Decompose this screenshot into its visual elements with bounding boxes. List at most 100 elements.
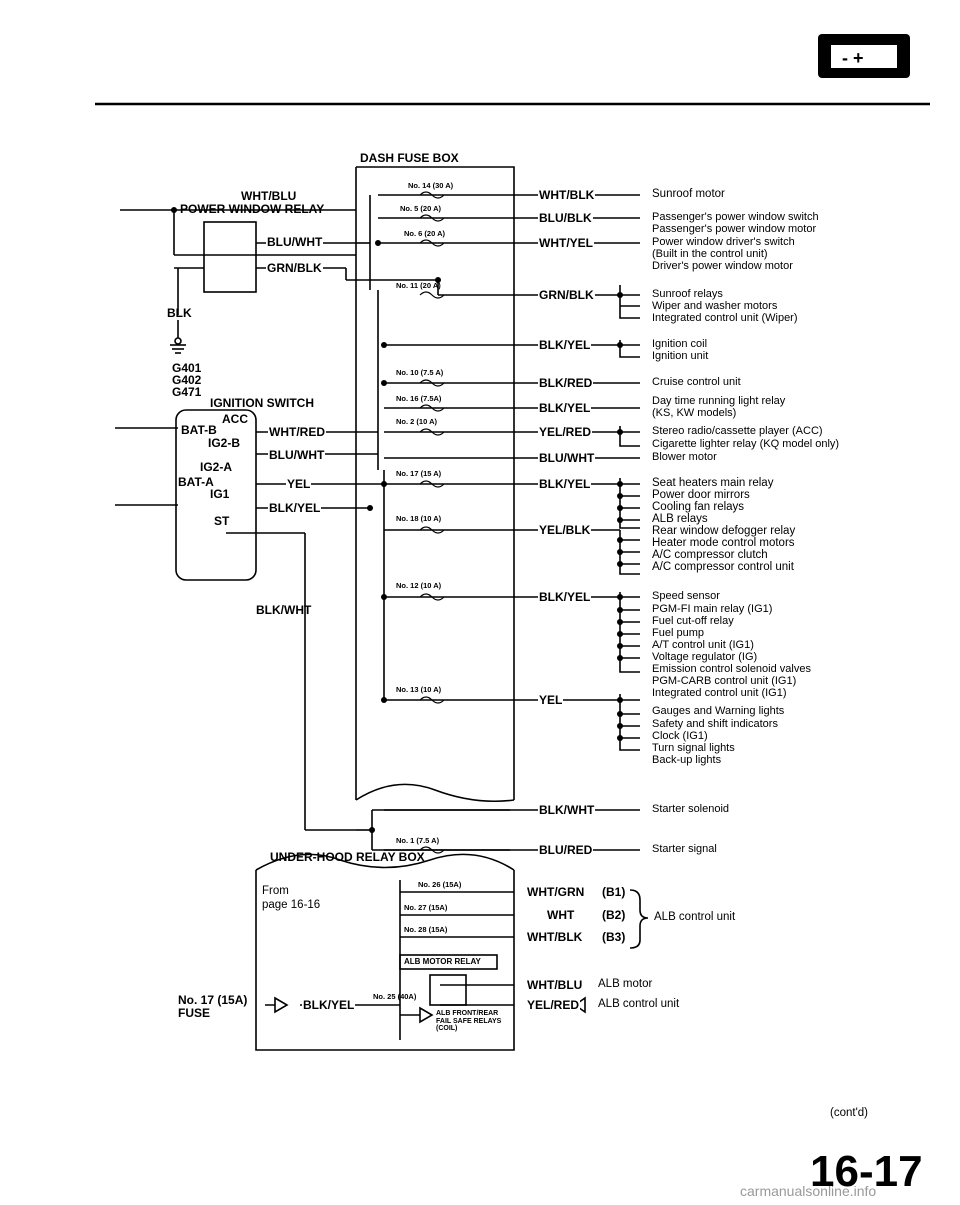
pin-b2: (B2)	[602, 908, 626, 922]
ign-bat-a: BAT-A	[178, 475, 214, 489]
ignition-switch-title: IGNITION SWITCH	[210, 396, 314, 410]
comp-pgm-carb: PGM-CARB control unit (IG1)	[652, 675, 797, 687]
underhood-relay-box-title: UNDER-HOOD RELAY BOX	[270, 850, 425, 864]
comp-drv-switch: Power window driver's switch	[652, 236, 795, 248]
fuse-17-source: No. 17 (15A) FUSE	[178, 993, 248, 1021]
from-page-note: From page 16-16	[262, 885, 321, 911]
fuse-symbols	[419, 191, 445, 854]
comp-gauges: Gauges and Warning lights	[652, 705, 785, 717]
pin-b1: (B1)	[602, 885, 626, 899]
pin-b3: (B3)	[602, 930, 626, 944]
comp-sunroof-motor: Sunroof motor	[652, 188, 725, 200]
comp-fuel-pump: Fuel pump	[652, 627, 704, 639]
wire-right-2: BLU/BLK	[538, 211, 593, 225]
comp-speed: Speed sensor	[652, 590, 720, 602]
fuse-14: No. 14 (30 A)	[408, 181, 454, 190]
comp-cig: Cigarette lighter relay (KQ model only)	[652, 438, 840, 450]
ign-ig2-b: IG2-B	[208, 436, 241, 450]
fuse-17: No. 17 (15 A)	[396, 469, 442, 478]
wire-right-12: BLK/YEL	[538, 590, 592, 604]
ign-st: ST	[214, 514, 230, 528]
comp-pgm-main: PGM-FI main relay (IG1)	[652, 603, 773, 615]
fuse-28: No. 28 (15A)	[404, 925, 448, 934]
comp-clock: Clock (IG1)	[652, 730, 708, 742]
wire-blk-ground: BLK	[167, 306, 192, 320]
comp-cooling: Cooling fan relays	[652, 501, 745, 513]
wire-blk-yel-underhood: BLK/YEL	[302, 998, 356, 1012]
ign-acc: ACC	[222, 412, 248, 426]
comp-drl-note: (KS, KW models)	[652, 407, 737, 419]
fuse-25: No. 25 (40A)	[373, 992, 417, 1001]
comp-drv-motor: Driver's power window motor	[652, 260, 793, 272]
wire-right-13: YEL	[538, 693, 564, 707]
comp-cruise: Cruise control unit	[652, 376, 741, 388]
watermark: carmanualsonline.info	[740, 1183, 877, 1199]
wire-right-5: BLK/YEL	[538, 338, 592, 352]
comp-at: A/T control unit (IG1)	[652, 639, 754, 651]
ign-ig2-a: IG2-A	[200, 460, 233, 474]
comp-sunroof-relays: Sunroof relays	[652, 288, 723, 300]
wire-yel: YEL	[286, 477, 312, 491]
wire-grn-blk: GRN/BLK	[266, 261, 323, 275]
fuse-10: No. 10 (7.5 A)	[396, 368, 444, 377]
wire-blk-wht: BLK/WHT	[256, 603, 312, 617]
fuse-2: No. 2 (10 A)	[396, 417, 437, 426]
comp-heater: Heater mode control motors	[652, 537, 795, 549]
wire-yel-red: YEL/RED	[526, 998, 581, 1012]
comp-door-mirror: Power door mirrors	[652, 489, 750, 501]
comp-backup: Back-up lights	[652, 754, 722, 766]
wire-wht-blu-2: WHT/BLU	[526, 978, 584, 992]
fuse-26: No. 26 (15A)	[418, 880, 462, 889]
fuse-18: No. 18 (10 A)	[396, 514, 442, 523]
fuse-6: No. 6 (20 A)	[404, 229, 445, 238]
wire-blu-wht: BLU/WHT	[266, 235, 324, 249]
dash-fuse-box-title: DASH FUSE BOX	[360, 151, 459, 165]
wire-right-15: BLU/RED	[538, 843, 594, 857]
wire-right-10: BLK/YEL	[538, 477, 592, 491]
comp-defog: Rear window defogger relay	[652, 525, 796, 537]
alb-control-unit: ALB control unit	[654, 911, 736, 923]
battery-icon	[818, 34, 910, 78]
comp-drv-switch-note: (Built in the control unit)	[652, 248, 768, 260]
comp-drl: Day time running light relay	[652, 395, 786, 407]
ground-g402: G402	[172, 373, 202, 387]
wire-blk-yel: BLK/YEL	[268, 501, 322, 515]
ign-bat-b: BAT-B	[181, 423, 217, 437]
wire-wht-blk: WHT/BLK	[526, 930, 584, 944]
wire-wht-grn: WHT/GRN	[526, 885, 586, 899]
comp-volt: Voltage regulator (IG)	[652, 651, 758, 663]
comp-ac-unit: A/C compressor control unit	[652, 561, 794, 573]
alb-motor: ALB motor	[598, 978, 653, 990]
fuse-13: No. 13 (10 A)	[396, 685, 442, 694]
comp-pass-motor: Passenger's power window motor	[652, 223, 817, 235]
comp-wiper: Wiper and washer motors	[652, 300, 778, 312]
battery-symbols: - +	[842, 48, 864, 68]
continued-note: (cont'd)	[830, 1107, 868, 1119]
comp-ign-coil: Ignition coil	[652, 338, 708, 350]
wire-right-9: BLU/WHT	[538, 451, 596, 465]
comp-ign-unit: Ignition unit	[652, 350, 709, 362]
wire-right-8: YEL/RED	[538, 425, 593, 439]
wire-wht-red: WHT/RED	[268, 425, 326, 439]
ground-g401: G401	[172, 361, 202, 375]
comp-emission: Emission control solenoid valves	[652, 663, 811, 675]
comp-fuel-cut: Fuel cut-off relay	[652, 615, 734, 627]
wire-right-14: BLK/WHT	[538, 803, 596, 817]
page-number: 16-17	[810, 1147, 923, 1196]
alb-control-unit-2: ALB control unit	[598, 998, 680, 1010]
wire-right-11: YEL/BLK	[538, 523, 592, 537]
comp-alb-relays: ALB relays	[652, 513, 708, 525]
power-window-relay-title: POWER WINDOW RELAY	[180, 202, 325, 216]
wire-right-1: WHT/BLK	[538, 188, 596, 202]
comp-icu-wiper: Integrated control unit (Wiper)	[652, 312, 798, 324]
fuse-11: No. 11 (20 A)	[396, 281, 441, 290]
wire-wht: WHT	[546, 908, 576, 922]
comp-ac-clutch: A/C compressor clutch	[652, 549, 768, 561]
comp-blower: Blower motor	[652, 451, 717, 463]
comp-pass-switch: Passenger's power window switch	[652, 211, 819, 223]
wire-right-7: BLK/YEL	[538, 401, 592, 415]
comp-starter-signal: Starter signal	[652, 843, 717, 855]
fuse-1: No. 1 (7.5 A)	[396, 836, 440, 845]
ign-ig1: IG1	[210, 487, 230, 501]
